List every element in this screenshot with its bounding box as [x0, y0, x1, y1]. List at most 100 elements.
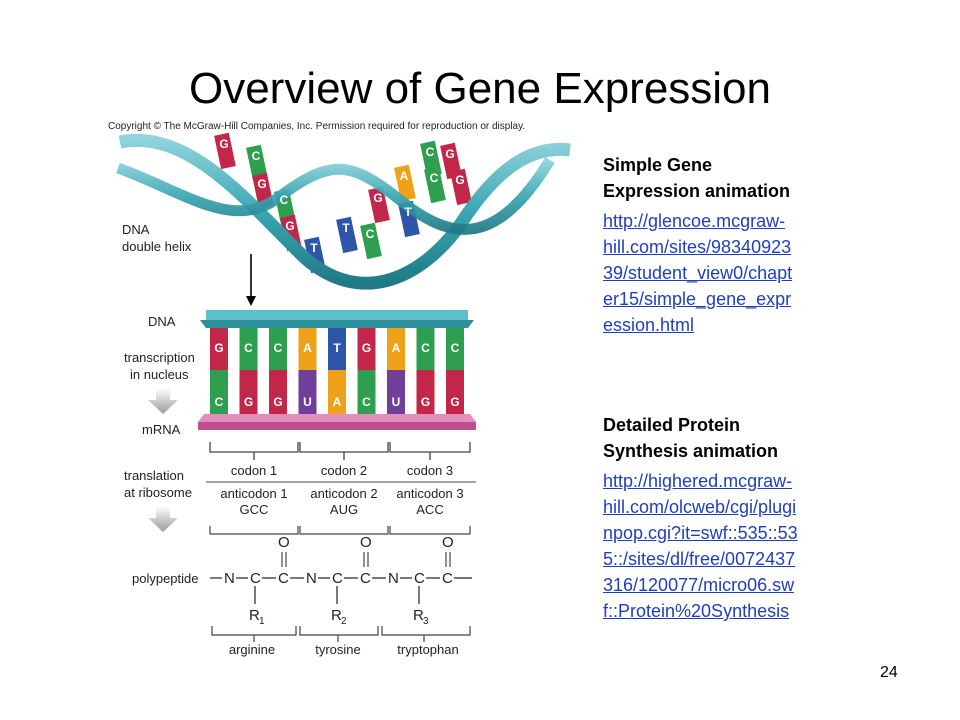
helix-rung: [394, 164, 416, 202]
translation-arrow: [148, 506, 178, 532]
chain-n-2: N: [306, 570, 317, 587]
mrna-column: [416, 370, 435, 414]
label-translation: translation: [124, 468, 184, 483]
helix-base: G: [445, 147, 454, 161]
simple-animation-link[interactable]: http://glencoe.mcgraw- hill.com/sites/98…: [603, 208, 792, 338]
chain-o-1: O: [278, 534, 290, 551]
simple-url-line[interactable]: 39/student_view0/chapt: [603, 263, 793, 283]
anticodon-2-label: anticodon 2: [310, 486, 377, 501]
dna-column-top: [357, 328, 376, 372]
codon-3-label: codon 3: [407, 463, 453, 478]
codon-2-bracket: [299, 442, 389, 460]
codon-1-bracket: [209, 442, 299, 460]
chain-r-3: R: [413, 607, 424, 624]
helix-rung: [336, 216, 358, 254]
mrna-column: [239, 370, 258, 414]
dna-column-top: [387, 328, 405, 372]
anticodon-2-seq: AUG: [330, 502, 358, 517]
transcription-arrow: [148, 388, 178, 414]
helix-rung: [368, 186, 390, 224]
mrna-base: G: [244, 395, 253, 409]
helix-rung: [450, 168, 472, 206]
amino-acid-3: tryptophan: [397, 642, 458, 657]
detailed-url-line[interactable]: 316/120077/micro06.sw: [603, 575, 795, 595]
mrna-base: C: [362, 395, 371, 409]
anticodon-1-label: anticodon 1: [220, 486, 287, 501]
helix-base: C: [366, 227, 375, 241]
codon-2-label: codon 2: [321, 463, 367, 478]
mrna-base: A: [333, 395, 342, 409]
dna-column-top: [328, 328, 346, 372]
chain-c-5: C: [414, 570, 425, 587]
helix-base: T: [310, 241, 318, 255]
slide-title: Overview of Gene Expression: [188, 64, 772, 113]
mrna-column: [210, 370, 228, 414]
helix-base: G: [455, 173, 464, 187]
simple-url-line[interactable]: hill.com/sites/98340923: [603, 237, 792, 257]
mrna-base: U: [392, 395, 401, 409]
dna-column-top: [210, 328, 228, 372]
detailed-heading-line-1: Detailed Protein: [603, 415, 741, 435]
dna-base: G: [362, 341, 371, 355]
dna-column-top: [446, 328, 464, 372]
chain-r-sub-3: 3: [423, 616, 429, 627]
simple-url-line[interactable]: er15/simple_gene_expr: [603, 289, 792, 309]
helix-base: A: [400, 169, 409, 183]
helix-rung: [214, 132, 236, 170]
dna-column-top: [239, 328, 258, 372]
label-polypeptide: polypeptide: [132, 571, 199, 586]
dna-backbone-top: [206, 310, 468, 320]
amino-acid-1: arginine: [229, 642, 275, 657]
helix-base: C: [430, 171, 439, 185]
dna-column-top: [416, 328, 435, 372]
dna-base: C: [451, 341, 460, 355]
dna-base: C: [244, 341, 253, 355]
dna-base: A: [303, 341, 312, 355]
label-dna-helix: DNA: [122, 222, 150, 237]
helix-base: C: [280, 193, 289, 207]
anticodon-3-bracket: [389, 526, 471, 535]
dna-base: G: [214, 341, 223, 355]
helix-base: G: [373, 191, 382, 205]
helix-base: G: [285, 219, 294, 233]
helix-down-arrowhead: [246, 296, 256, 306]
chain-c-6: C: [442, 570, 453, 587]
amino-acid-1-bracket: [211, 626, 297, 642]
helix-base: C: [252, 149, 261, 163]
mrna-column: [446, 370, 464, 414]
detailed-url-line[interactable]: npop.cgi?it=swf::535::53: [603, 523, 798, 543]
simple-url-line[interactable]: http://glencoe.mcgraw-: [603, 211, 786, 231]
detailed-url-line[interactable]: http://highered.mcgraw-: [603, 471, 793, 491]
detailed-animation-link[interactable]: http://highered.mcgraw- hill.com/olcweb/…: [603, 468, 798, 624]
mrna-backbone: [198, 414, 476, 422]
helix-rung: [246, 144, 268, 182]
mrna-column: [357, 370, 376, 414]
simple-url-line[interactable]: ession.html: [603, 315, 695, 335]
detailed-url-line[interactable]: f::Protein%20Synthesis: [603, 601, 790, 621]
helix-rung: [440, 142, 462, 180]
mrna-column: [269, 370, 287, 414]
anticodon-1-seq: GCC: [240, 502, 269, 517]
mrna-base: U: [303, 395, 312, 409]
label-mrna: mRNA: [142, 422, 181, 437]
anticodon-3-label: anticodon 3: [396, 486, 463, 501]
anticodon-3-seq: ACC: [416, 502, 443, 517]
detailed-url-line[interactable]: 5::/sites/dl/free/0072437: [603, 549, 796, 569]
helix-base: C: [426, 145, 435, 159]
chain-o-3: O: [442, 534, 454, 551]
helix-base: G: [219, 137, 228, 151]
codon-3-bracket: [389, 442, 471, 460]
dna-base: C: [274, 341, 283, 355]
page-number: 24: [880, 664, 898, 681]
chain-c-1: C: [250, 570, 261, 587]
amino-acid-3-bracket: [381, 626, 471, 642]
detailed-url-line[interactable]: hill.com/olcweb/cgi/plugi: [603, 497, 797, 517]
mrna-backbone-base: [198, 422, 476, 430]
chain-r-2: R: [331, 607, 342, 624]
helix-strand-1: [118, 133, 571, 290]
dna-column-top: [298, 328, 317, 372]
helix-base: T: [404, 205, 412, 219]
copyright-notice: Copyright © The McGraw-Hill Companies, I…: [108, 121, 526, 132]
